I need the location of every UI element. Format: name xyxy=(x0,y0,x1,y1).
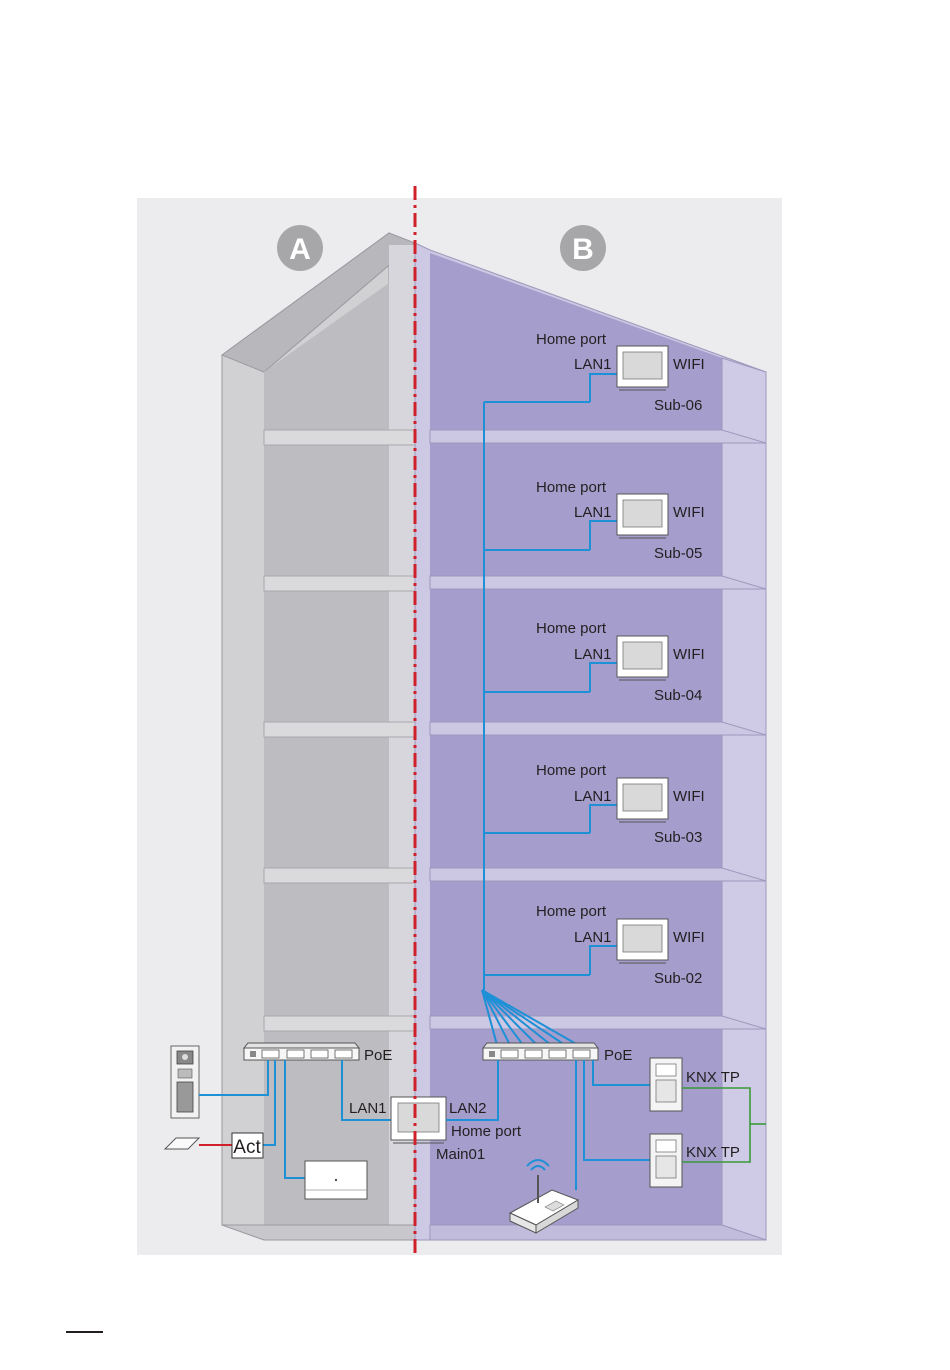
poe-left-label: PoE xyxy=(364,1047,392,1064)
poe-switch-right xyxy=(483,1043,598,1060)
indoor-monitor xyxy=(617,778,668,822)
knx-module-top-icon xyxy=(650,1058,682,1111)
sub-station-name: Sub-02 xyxy=(654,970,702,987)
wifi-label: WIFI xyxy=(673,788,705,805)
home-port-label: Home port xyxy=(536,903,607,920)
indoor-monitor xyxy=(617,494,668,538)
building-a xyxy=(222,233,415,1240)
knx-module-bottom-icon xyxy=(650,1134,682,1187)
main-lan1-label: LAN1 xyxy=(349,1100,387,1117)
main-monitor xyxy=(391,1097,446,1143)
lan1-label: LAN1 xyxy=(574,929,612,946)
lan1-label: LAN1 xyxy=(574,504,612,521)
indoor-monitor xyxy=(617,919,668,963)
main-lan2-label: LAN2 xyxy=(449,1100,487,1117)
building-b-side-wall xyxy=(722,358,766,1240)
zone-a-label: A xyxy=(289,233,311,266)
indoor-monitor xyxy=(617,636,668,680)
main-name-label: Main01 xyxy=(436,1146,485,1163)
poe-switch-left xyxy=(244,1043,359,1060)
knx-bottom-label: KNX TP xyxy=(686,1144,740,1161)
sub-station-name: Sub-04 xyxy=(654,687,702,704)
lan1-label: LAN1 xyxy=(574,646,612,663)
lan1-label: LAN1 xyxy=(574,356,612,373)
zone-b-badge: B xyxy=(560,225,606,271)
home-port-label: Home port xyxy=(536,762,607,779)
zone-b-label: B xyxy=(572,233,594,266)
sub-station-name: Sub-03 xyxy=(654,829,702,846)
main-home-port-label: Home port xyxy=(451,1123,522,1140)
outdoor-station-icon xyxy=(171,1046,199,1118)
sub-station-name: Sub-05 xyxy=(654,545,702,562)
footer-rule xyxy=(66,1331,103,1333)
home-port-label: Home port xyxy=(536,331,607,348)
building-a-interior xyxy=(264,283,389,1225)
actuator-box: Act xyxy=(232,1133,263,1158)
sub-station-name: Sub-06 xyxy=(654,397,702,414)
indoor-monitor xyxy=(617,346,668,390)
wifi-label: WIFI xyxy=(673,929,705,946)
poe-right-label: PoE xyxy=(604,1047,632,1064)
zone-a-badge: A xyxy=(277,225,323,271)
lan1-label: LAN1 xyxy=(574,788,612,805)
building-b-base xyxy=(430,1225,766,1240)
home-port-label: Home port xyxy=(536,620,607,637)
wifi-label: WIFI xyxy=(673,504,705,521)
network-recorder-icon xyxy=(305,1161,367,1199)
home-port-label: Home port xyxy=(536,479,607,496)
knx-top-label: KNX TP xyxy=(686,1069,740,1086)
actuator-label: Act xyxy=(233,1137,261,1158)
wifi-label: WIFI xyxy=(673,646,705,663)
wifi-label: WIFI xyxy=(673,356,705,373)
